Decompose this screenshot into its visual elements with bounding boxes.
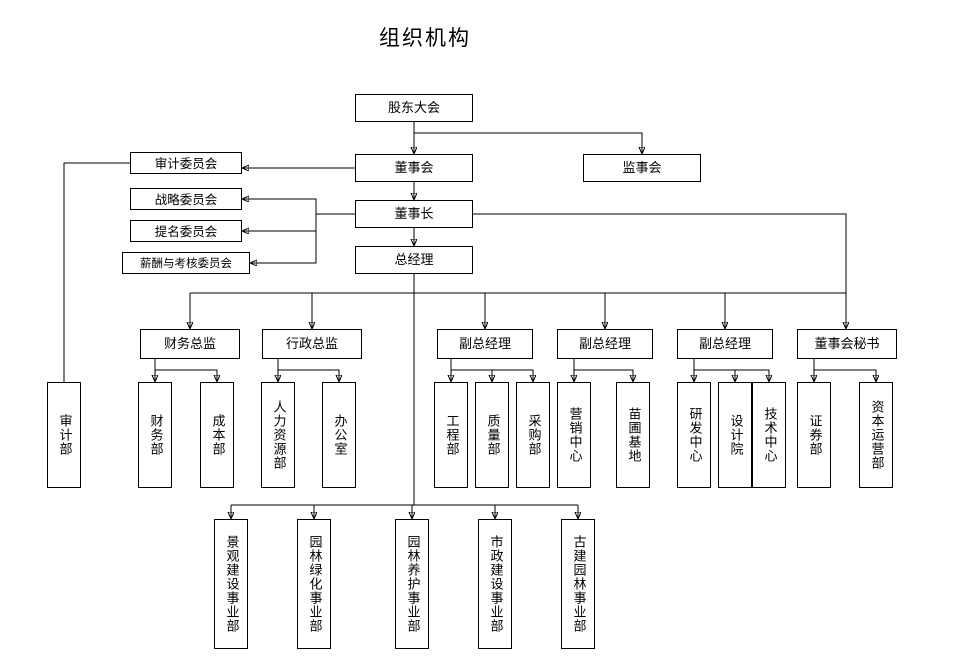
node-garden-maintenance-div[interactable]: 园林养护事业部 (395, 519, 429, 649)
node-tech-center[interactable]: 技术中心 (752, 382, 786, 488)
node-securities-dept[interactable]: 证券部 (797, 382, 831, 488)
node-cost-dept[interactable]: 成本部 (200, 382, 234, 488)
node-marketing-center[interactable]: 营销中心 (557, 382, 591, 488)
node-office[interactable]: 办公室 (322, 382, 356, 488)
node-chairman[interactable]: 董事长 (355, 200, 473, 228)
node-deputy-gm-1[interactable]: 副总经理 (437, 329, 533, 359)
node-deputy-gm-3[interactable]: 副总经理 (677, 329, 773, 359)
node-finance-dept[interactable]: 财务部 (138, 382, 172, 488)
page-title: 组织机构 (379, 26, 471, 50)
node-nomination-committee[interactable]: 提名委员会 (130, 220, 242, 242)
node-board-of-directors[interactable]: 董事会 (355, 154, 473, 182)
node-deputy-gm-2[interactable]: 副总经理 (557, 329, 653, 359)
node-rd-center[interactable]: 研发中心 (677, 382, 711, 488)
node-strategy-committee[interactable]: 战略委员会 (130, 188, 242, 210)
node-admin-director[interactable]: 行政总监 (262, 329, 362, 359)
node-municipal-construction-div[interactable]: 市政建设事业部 (478, 519, 512, 649)
node-garden-greening-div[interactable]: 园林绿化事业部 (297, 519, 331, 649)
node-design-institute[interactable]: 设计院 (718, 382, 752, 488)
node-hr-dept[interactable]: 人力资源部 (261, 382, 295, 488)
node-quality-dept[interactable]: 质量部 (475, 382, 509, 488)
node-shareholders-meeting[interactable]: 股东大会 (355, 94, 473, 122)
node-remuneration-committee[interactable]: 薪酬与考核委员会 (122, 252, 250, 274)
node-audit-committee[interactable]: 审计委员会 (130, 152, 242, 174)
node-nursery-base[interactable]: 苗圃基地 (616, 382, 650, 488)
node-landscape-construction-div[interactable]: 景观建设事业部 (214, 519, 248, 649)
node-capital-operation-dept[interactable]: 资本运营部 (859, 382, 893, 488)
node-engineering-dept[interactable]: 工程部 (434, 382, 468, 488)
node-audit-department[interactable]: 审计部 (47, 382, 81, 488)
node-procurement-dept[interactable]: 采购部 (516, 382, 550, 488)
node-ancient-garden-div[interactable]: 古建园林事业部 (561, 519, 595, 649)
node-supervisory-board[interactable]: 监事会 (583, 154, 701, 182)
node-cfo[interactable]: 财务总监 (140, 329, 240, 359)
node-board-secretary[interactable]: 董事会秘书 (797, 329, 897, 359)
node-general-manager[interactable]: 总经理 (355, 246, 473, 274)
